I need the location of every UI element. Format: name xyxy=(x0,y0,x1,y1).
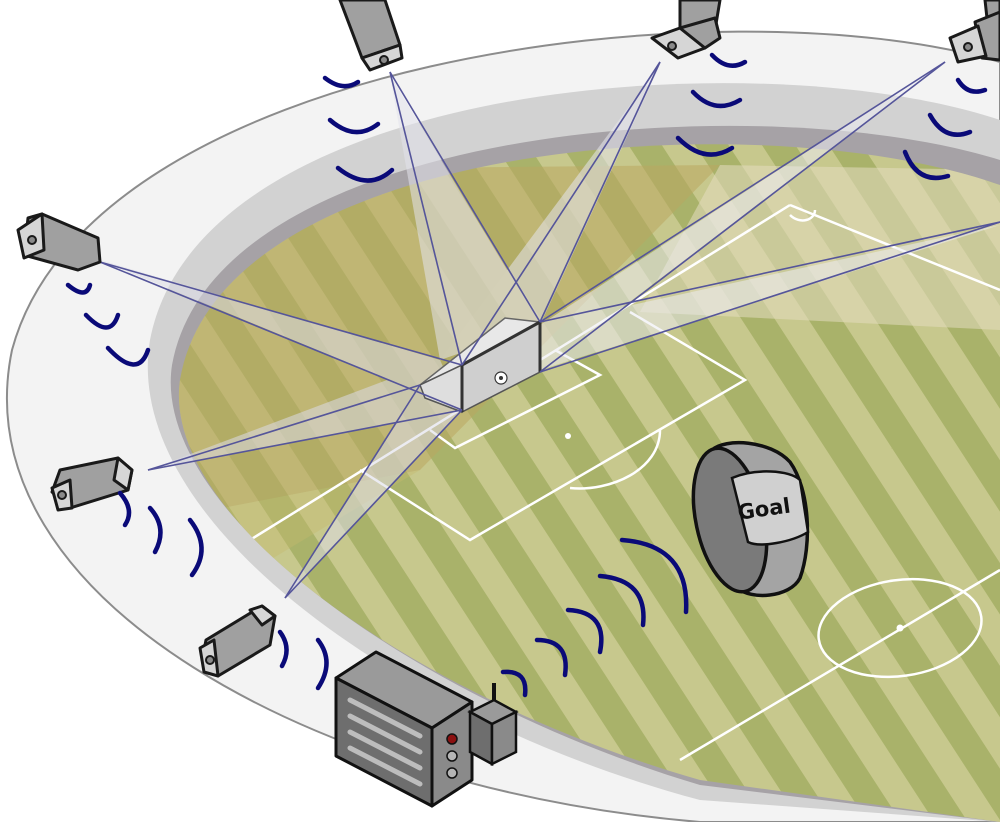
pitch-markings xyxy=(249,203,1000,762)
football-icon xyxy=(494,371,508,385)
camera-signal-waves xyxy=(65,52,988,691)
security-camera-icon xyxy=(50,456,134,512)
security-camera-icon xyxy=(948,0,1000,64)
transmission-waves xyxy=(500,537,689,698)
security-camera-icon xyxy=(338,0,404,72)
camera-rays xyxy=(99,61,1000,599)
vent-slots xyxy=(347,697,423,787)
goal-frame xyxy=(419,317,543,414)
referee-watch-icon: Goal xyxy=(691,440,810,598)
security-camera-icon xyxy=(16,212,102,272)
base-station-icon xyxy=(334,650,474,808)
status-led xyxy=(446,733,458,745)
security-camera-icon xyxy=(198,604,277,678)
security-camera-icon xyxy=(650,0,722,60)
antenna-icon xyxy=(467,683,519,767)
